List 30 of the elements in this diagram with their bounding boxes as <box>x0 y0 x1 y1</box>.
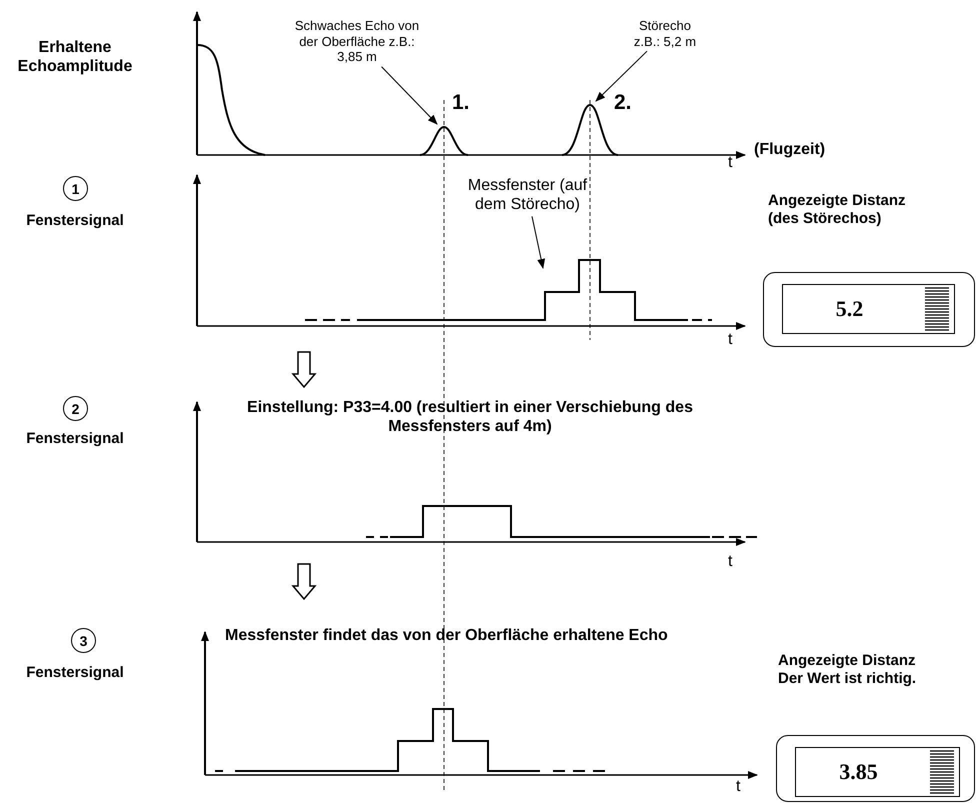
step-number: 2 <box>63 396 88 421</box>
row-label: Fenstersignal <box>25 430 125 448</box>
display-caption: Angezeigte Distanz (des Störechos) <box>768 192 907 228</box>
axis-label: (Flugzeit) <box>754 140 826 160</box>
axis-label: t <box>728 552 734 572</box>
callout-text: Störecho z.B.: 5,2 m <box>625 18 705 50</box>
callout-text: Schwaches Echo von der Oberfläche z.B.: 3,85 m <box>292 18 422 65</box>
leader-line <box>532 216 546 269</box>
axis-label: t <box>728 153 734 172</box>
status-note: Messfenster findet das von der Oberfläche erhaltene Echo <box>225 626 669 646</box>
setting-note: Einstellung: P33=4.00 (resultiert in einer Verschiebung des Messfensters auf 4m) <box>246 398 694 436</box>
callout-text: Messfenster (auf dem Störecho) <box>455 176 600 214</box>
row-label: Fenstersignal <box>25 212 125 230</box>
display-value: 3.85 <box>838 759 879 785</box>
axis-title: Erhaltene Echoamplitude <box>16 38 134 76</box>
display-caption: Angezeigte Distanz Der Wert ist richtig. <box>778 652 918 688</box>
step-number: 1 <box>63 176 88 201</box>
step-number: 3 <box>71 628 96 653</box>
row-label: Fenstersignal <box>25 664 125 682</box>
leader-line <box>381 66 438 125</box>
display-screen <box>795 747 960 797</box>
peak-number: 1. <box>452 90 471 116</box>
display-value: 5.2 <box>834 296 864 322</box>
leader-line <box>595 50 648 102</box>
axis-label: t <box>728 330 734 350</box>
display-screen <box>782 284 955 334</box>
display-frame <box>763 272 975 347</box>
axis-label: t <box>736 777 742 796</box>
display-frame <box>776 735 975 802</box>
peak-number: 2. <box>614 90 633 116</box>
